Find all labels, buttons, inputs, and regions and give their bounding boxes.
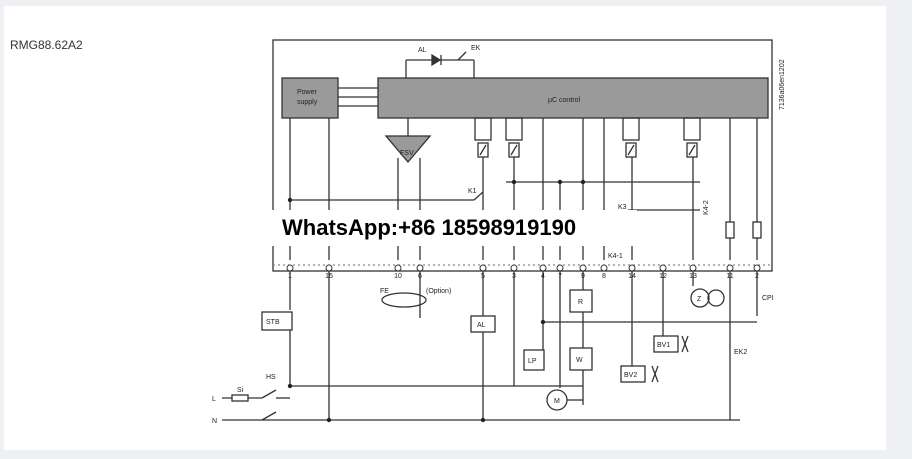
device-enclosure xyxy=(272,39,773,272)
ek2-label: EK2 xyxy=(734,349,747,356)
stb-box xyxy=(261,311,293,331)
m-label: M xyxy=(554,398,560,405)
bv1-label: BV1 xyxy=(657,342,670,349)
terminal-13 xyxy=(689,264,697,272)
option-label: (Option) xyxy=(426,288,451,295)
fsv-label: FSV xyxy=(400,150,414,157)
lp-label: LP xyxy=(528,358,537,365)
uc-control-block xyxy=(377,77,769,119)
k1-label: K1 xyxy=(468,188,477,195)
ek-top-label: EK xyxy=(471,45,481,52)
terminal-label-8: 8 xyxy=(602,273,606,280)
al-top-label: AL xyxy=(418,47,427,54)
k3-label: K3 xyxy=(618,204,627,211)
terminal-label-13: 13 xyxy=(689,273,697,280)
model-number: RMG88.62A2 xyxy=(10,38,83,52)
hs-label: HS xyxy=(266,374,276,381)
terminal-label-2: 2 xyxy=(755,273,759,280)
z-label: Z xyxy=(697,296,702,303)
power-supply-label-2: supply xyxy=(297,99,318,106)
terminal-9 xyxy=(579,264,587,272)
lp-box xyxy=(523,349,545,371)
k4-1-label: K4-1 xyxy=(608,253,623,260)
r-box xyxy=(569,289,593,313)
terminal-label-10: 10 xyxy=(394,273,402,280)
fe-label: FE xyxy=(380,288,389,295)
terminal-7 xyxy=(556,264,564,272)
power-supply-label-1: Power xyxy=(297,89,318,96)
n-label: N xyxy=(212,418,217,425)
terminal-label-9: 9 xyxy=(581,273,585,280)
stb-label: STB xyxy=(266,319,280,326)
terminal-4 xyxy=(539,264,547,272)
terminal-11 xyxy=(726,264,734,272)
l-label: L xyxy=(212,396,216,403)
terminal-8 xyxy=(600,264,608,272)
k4-2-label: K4-2 xyxy=(703,200,710,215)
terminal-label-6: 6 xyxy=(418,273,422,280)
bv1-box xyxy=(653,335,679,353)
flame-electrode xyxy=(381,292,427,308)
fuse-si xyxy=(231,394,249,402)
terminal-label-1: 1 xyxy=(288,273,292,280)
ignition-z-symbol xyxy=(690,288,710,308)
terminal-12 xyxy=(659,264,667,272)
terminal-label-11: 11 xyxy=(726,273,733,280)
si-label: Si xyxy=(237,387,244,394)
terminal-label-5: 5 xyxy=(481,273,485,280)
fsv-block xyxy=(384,135,432,164)
bv2-label: BV2 xyxy=(624,372,637,379)
terminal-6 xyxy=(416,264,424,272)
terminal-5 xyxy=(479,264,487,272)
w-box xyxy=(569,347,593,371)
watermark-banner: WhatsApp:+86 18598919190 xyxy=(272,210,637,246)
al-box-label: AL xyxy=(477,322,486,329)
terminal-1 xyxy=(286,264,294,272)
bv2-box xyxy=(620,365,646,383)
terminal-label-3: 3 xyxy=(512,273,516,280)
terminal-label-15: 15 xyxy=(325,273,333,280)
uc-control-label: µC control xyxy=(548,97,580,104)
terminal-10 xyxy=(394,264,402,272)
doc-code: 7136a06en1202 xyxy=(779,59,786,110)
w-label: W xyxy=(576,357,583,364)
terminal-15 xyxy=(325,264,333,272)
terminal-label-4: 4 xyxy=(541,273,545,280)
terminal-2 xyxy=(753,264,761,272)
cpi-label: CPI xyxy=(762,295,774,302)
terminal-3 xyxy=(510,264,518,272)
power-supply-block xyxy=(281,77,339,119)
terminal-label-7: 7 xyxy=(558,273,562,280)
terminal-14 xyxy=(628,264,636,272)
r-label: R xyxy=(578,299,583,306)
terminal-label-12: 12 xyxy=(659,273,667,280)
terminal-label-14: 14 xyxy=(628,273,636,280)
